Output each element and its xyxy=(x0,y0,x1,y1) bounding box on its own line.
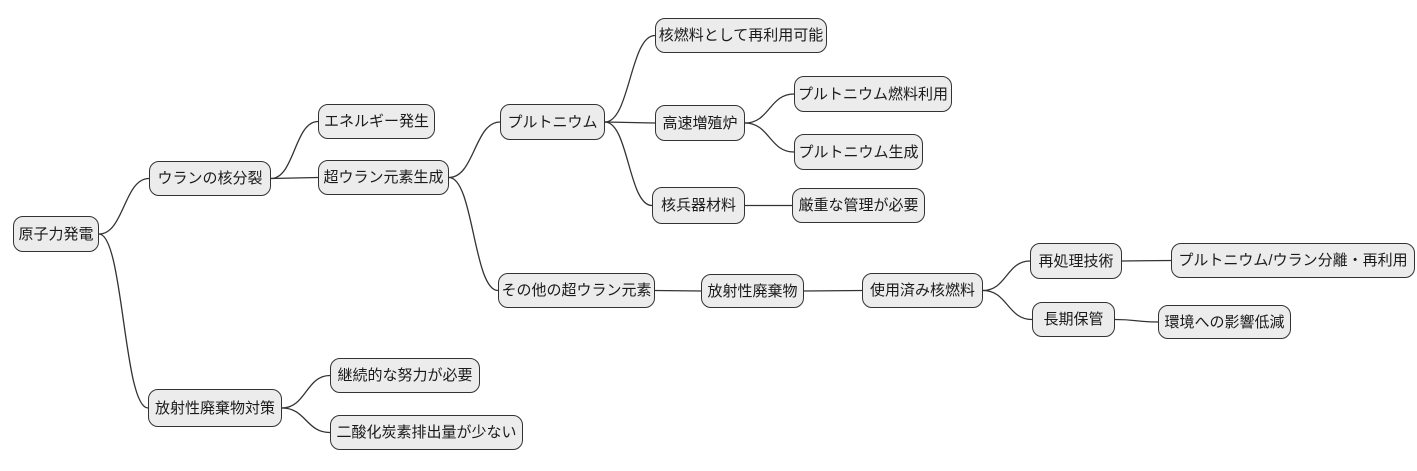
edge-uranium-fission-to-energy-generation xyxy=(270,120,319,180)
edge-transuranium-generation-to-other-transuranium xyxy=(448,176,499,292)
node-pu-u-separation-reuse: プルトニウム/ウラン分離・再利用 xyxy=(1171,243,1415,278)
edge-fast-breeder-reactor-to-plutonium-fuel-use xyxy=(744,93,795,124)
edge-radioactive-waste-to-spent-nuclear-fuel xyxy=(803,289,863,292)
edge-spent-nuclear-fuel-to-long-term-storage xyxy=(982,289,1033,321)
node-uranium-fission: ウランの核分裂 xyxy=(149,161,271,196)
node-plutonium: プルトニウム xyxy=(500,104,605,140)
edge-spent-nuclear-fuel-to-reprocessing-technology xyxy=(982,260,1031,292)
node-plutonium-generation: プルトニウム生成 xyxy=(794,134,923,170)
node-low-co2-emissions: 二酸化炭素排出量が少ない xyxy=(330,415,523,450)
node-other-transuranium: その他の超ウラン元素 xyxy=(498,273,655,308)
edge-plutonium-to-weapons-material xyxy=(604,121,653,207)
edge-radioactive-waste-measures-to-continuous-effort xyxy=(281,374,331,409)
node-weapons-material: 核兵器材料 xyxy=(652,187,745,224)
edge-transuranium-generation-to-plutonium xyxy=(448,121,501,179)
edge-plutonium-to-fast-breeder-reactor xyxy=(604,121,656,124)
edge-long-term-storage-to-environmental-impact-reduction xyxy=(1114,318,1159,323)
node-continuous-effort: 継続的な努力が必要 xyxy=(330,358,480,393)
edge-reprocessing-technology-to-pu-u-separation-reuse xyxy=(1121,259,1172,262)
edge-plutonium-to-reusable-as-nuclear-fuel xyxy=(604,34,656,123)
node-spent-nuclear-fuel: 使用済み核燃料 xyxy=(862,273,983,308)
edge-nuclear-power-to-uranium-fission xyxy=(98,177,150,235)
node-strict-management: 厳重な管理が必要 xyxy=(792,188,925,223)
node-plutonium-fuel-use: プルトニウム燃料利用 xyxy=(794,76,952,112)
node-radioactive-waste: 放射性廃棄物 xyxy=(701,274,804,308)
node-nuclear-power: 原子力発電 xyxy=(13,216,99,252)
edge-radioactive-waste-measures-to-low-co2-emissions xyxy=(281,407,331,434)
node-reprocessing-technology: 再処理技術 xyxy=(1030,243,1122,279)
node-radioactive-waste-measures: 放射性廃棄物対策 xyxy=(148,389,282,427)
node-transuranium-generation: 超ウラン元素生成 xyxy=(318,160,449,195)
node-energy-generation: エネルギー発生 xyxy=(318,104,435,139)
node-long-term-storage: 長期保管 xyxy=(1032,302,1115,337)
node-reusable-as-nuclear-fuel: 核燃料として再利用可能 xyxy=(655,18,827,53)
edge-nuclear-power-to-radioactive-waste-measures xyxy=(98,233,149,409)
edge-other-transuranium-to-radioactive-waste xyxy=(654,289,702,292)
edge-uranium-fission-to-transuranium-generation xyxy=(270,176,319,180)
node-fast-breeder-reactor: 高速増殖炉 xyxy=(655,105,745,141)
node-environmental-impact-reduction: 環境への影響低減 xyxy=(1158,305,1291,339)
edge-fast-breeder-reactor-to-plutonium-generation xyxy=(744,122,795,153)
